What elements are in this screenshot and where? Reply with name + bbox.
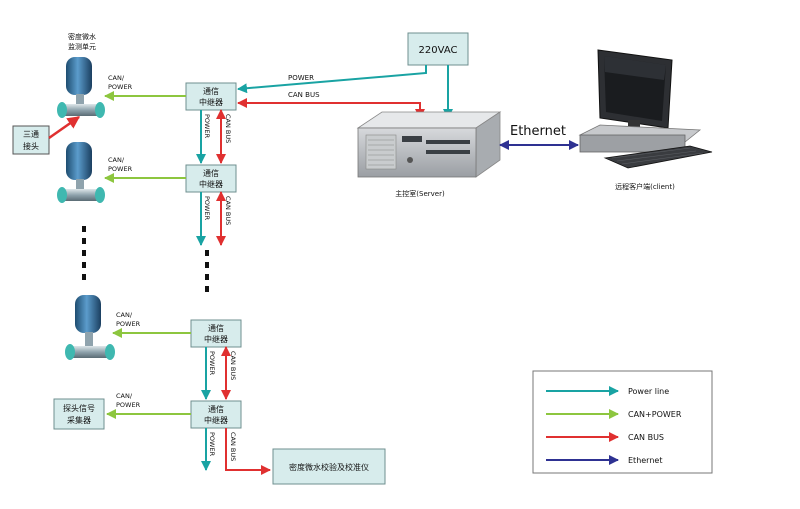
- relay-2-line2: 中继器: [199, 179, 223, 189]
- power-label-v3: POWER: [208, 351, 216, 376]
- continuation-dots-middle: [205, 250, 209, 292]
- calibrator-label: 密度微水校验及校准仪: [289, 462, 369, 472]
- three-way-joint-box: [12, 125, 50, 155]
- can-power-2-line1: CAN/: [108, 156, 125, 164]
- probe-collector-line1: 探头信号: [63, 403, 95, 413]
- canbus-label-top: CAN BUS: [288, 91, 320, 99]
- can-power-2-line2: POWER: [108, 165, 133, 173]
- three-way-joint-arrow: [48, 115, 81, 140]
- sensor-device-1: [57, 57, 105, 118]
- server-computer: [356, 111, 502, 178]
- server-caption: 主控室(Server): [395, 189, 445, 198]
- device-label-line2: 监测单元: [68, 42, 96, 51]
- ethernet-label: Ethernet: [510, 124, 566, 139]
- can-power-3-line2: POWER: [116, 320, 141, 328]
- relay-4-line2: 中继器: [204, 415, 228, 425]
- legend-label-power-line: Power line: [628, 387, 669, 396]
- power-line-to-relay-1: [237, 65, 427, 94]
- power-supply-label: 220VAC: [419, 45, 458, 56]
- power-label-top: POWER: [288, 74, 314, 82]
- relay-3-line2: 中继器: [204, 334, 228, 344]
- canbus-label-v2: CAN BUS: [224, 196, 232, 225]
- legend-label-can-bus: CAN BUS: [628, 433, 664, 442]
- relay-4-line1: 通信: [208, 404, 224, 414]
- power-label-v2: POWER: [203, 196, 211, 221]
- probe-collector-box: [53, 398, 105, 430]
- three-way-joint-line1: 三通: [23, 129, 39, 139]
- sensor-device-3: [65, 295, 115, 360]
- can-power-3-line1: CAN/: [116, 311, 133, 319]
- can-power-1-line2: POWER: [108, 83, 133, 91]
- canbus-line-to-calibrator: [225, 428, 271, 475]
- canbus-label-v4: CAN BUS: [229, 432, 237, 461]
- relay-3-line1: 通信: [208, 323, 224, 333]
- legend-box: [532, 370, 713, 474]
- can-power-4-line2: POWER: [116, 401, 141, 409]
- calibrator-box: [272, 448, 386, 485]
- relay-1-line2: 中继器: [199, 97, 223, 107]
- probe-collector-line2: 采集器: [67, 415, 91, 425]
- client-caption: 远程客户端(client): [615, 182, 675, 191]
- sensor-device-2: [57, 142, 105, 203]
- power-label-v4: POWER: [208, 432, 216, 457]
- power-label-v1: POWER: [203, 114, 211, 139]
- power-supply-box: [407, 32, 469, 66]
- can-power-1-line1: CAN/: [108, 74, 125, 82]
- device-label-line1: 密度微水: [68, 32, 96, 41]
- relay-1-line1: 通信: [203, 86, 219, 96]
- legend-label-ethernet: Ethernet: [628, 456, 662, 465]
- relay-box-4: [190, 400, 242, 429]
- relay-box-1: [185, 82, 237, 111]
- relay-box-3: [190, 319, 242, 348]
- can-power-4-line1: CAN/: [116, 392, 133, 400]
- relay-2-line1: 通信: [203, 168, 219, 178]
- relay-box-2: [185, 164, 237, 193]
- continuation-dots-left: [82, 226, 86, 280]
- canbus-label-v3: CAN BUS: [229, 351, 237, 380]
- client-computer: [578, 49, 713, 169]
- legend-label-can-power: CAN+POWER: [628, 410, 682, 419]
- canbus-label-v1: CAN BUS: [224, 114, 232, 143]
- three-way-joint-line2: 接头: [23, 141, 39, 151]
